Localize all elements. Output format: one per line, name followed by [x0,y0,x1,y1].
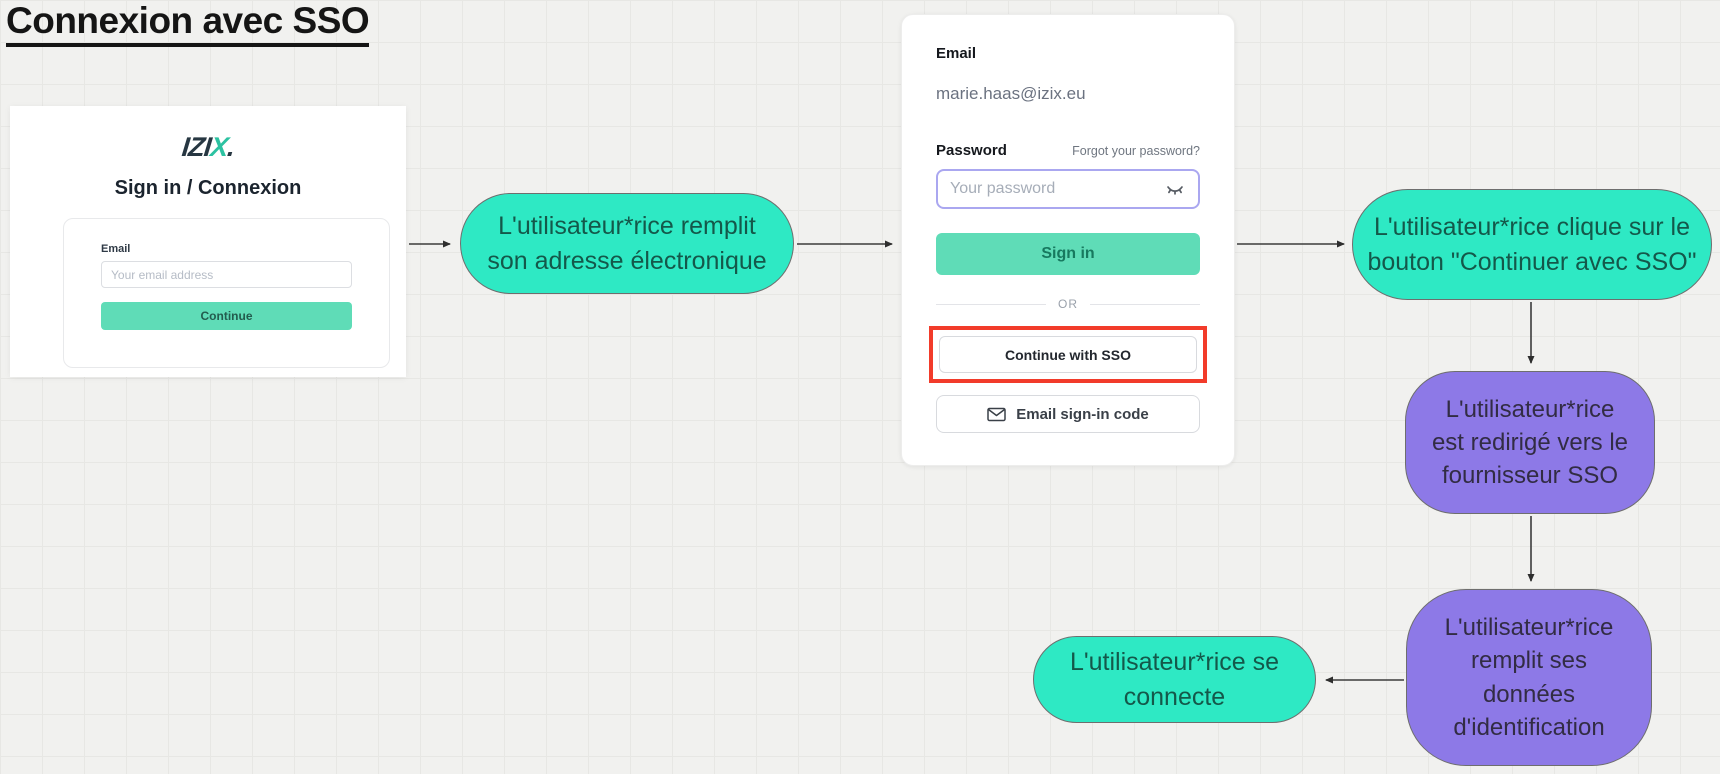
flow-node-connected[interactable]: L'utilisateur*rice se connecte [1033,636,1316,723]
password-card: Email marie.haas@izix.eu Password Forgot… [901,14,1235,466]
signin-heading: Sign in / Connexion [114,177,302,199]
flow-node-click-sso[interactable]: L'utilisateur*rice clique sur le bouton … [1352,189,1712,300]
divider-line [1090,303,1200,305]
sso-highlight-annotation: Continue with SSO [929,326,1207,383]
flow-node-fill-email[interactable]: L'utilisateur*rice remplit son adresse é… [460,193,794,294]
continue-button[interactable]: Continue [101,302,352,330]
email-label: Email [101,243,131,255]
email-label: Email [936,45,977,62]
signin-form-panel: Email Continue [63,218,390,368]
email-sign-in-code-label: Email sign-in code [1016,405,1149,423]
envelope-icon [987,407,1006,421]
or-divider: OR [936,297,1200,311]
divider-label: OR [1058,297,1078,311]
password-field[interactable] [936,169,1200,209]
eye-closed-icon[interactable] [1164,180,1186,198]
flow-node-fill-credentials[interactable]: L'utilisateur*rice remplit ses données d… [1406,589,1652,766]
forgot-password-link[interactable]: Forgot your password? [1072,144,1200,158]
email-sign-in-code-button[interactable]: Email sign-in code [936,395,1200,433]
logo-text-dark: IZI [180,132,213,162]
sign-in-button[interactable]: Sign in [936,233,1200,275]
email-value: marie.haas@izix.eu [936,84,1086,103]
signin-card: IZIX. Sign in / Connexion Email Continue [10,106,406,377]
email-input[interactable] [101,261,352,288]
divider-line [936,303,1046,305]
izix-logo: IZIX. [180,132,235,163]
continue-with-sso-button[interactable]: Continue with SSO [939,336,1197,373]
password-input[interactable] [950,180,1164,198]
password-label: Password [936,142,1007,159]
flow-node-redirect-sso[interactable]: L'utilisateur*rice est redirigé vers le … [1405,371,1655,514]
page-title: Connexion avec SSO [6,0,370,47]
